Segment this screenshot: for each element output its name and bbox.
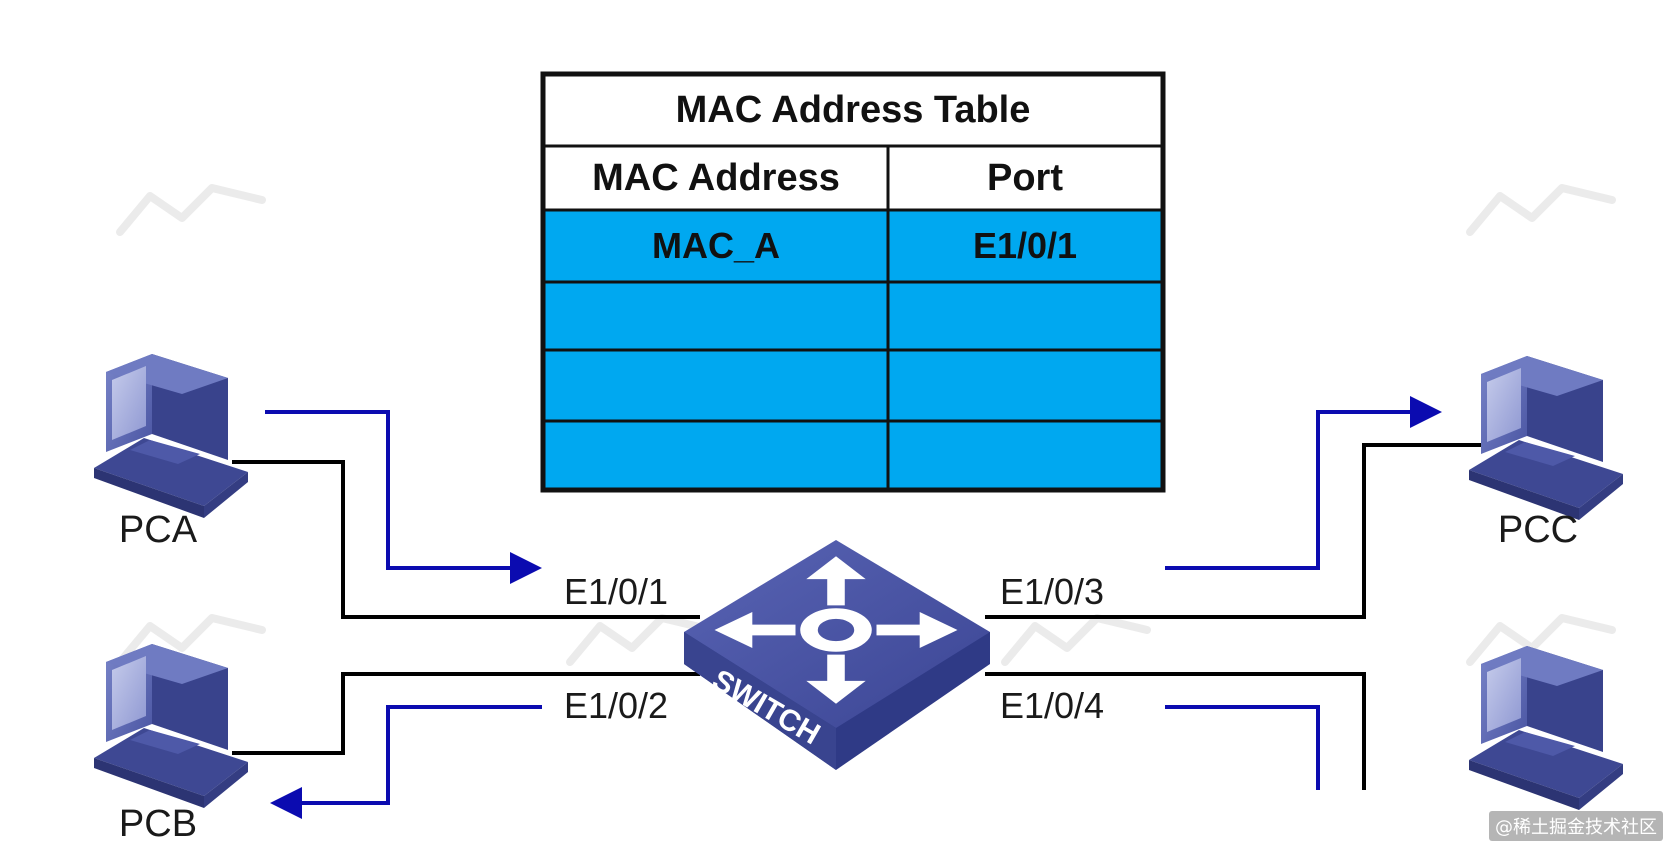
host-label-pcb: PCB — [119, 803, 197, 845]
table-border — [540, 71, 1166, 493]
computer-icon — [1469, 356, 1623, 520]
port-label-e1-0-2: E1/0/2 — [564, 685, 668, 726]
port-label-e1-0-1: E1/0/1 — [564, 571, 668, 612]
host-pcb: PCB — [94, 644, 248, 845]
computer-icon — [94, 354, 248, 518]
frame-flow-arrows — [265, 396, 1442, 819]
cable-switch-pcc — [985, 443, 1490, 619]
arrow-icon — [270, 787, 302, 819]
switch-icon: SWITCH — [684, 540, 990, 770]
host-pca: PCA — [94, 354, 248, 551]
host-label-pca: PCA — [119, 509, 198, 551]
source-credit: @稀土掘金技术社区 — [1489, 811, 1663, 841]
network-cables — [232, 443, 1490, 790]
cable-pcb-switch — [232, 672, 700, 755]
cable-switch-pcd — [985, 672, 1366, 790]
computer-icon — [1469, 646, 1623, 810]
port-label-e1-0-4: E1/0/4 — [1000, 685, 1104, 726]
cable-pca-switch — [232, 460, 700, 619]
column-header-mac-address: MAC Address — [592, 157, 840, 199]
flow-line-pca-in — [265, 410, 512, 570]
host-pcc: PCC — [1469, 356, 1623, 551]
computer-icon — [94, 644, 248, 808]
flow-line-pcc-out — [1165, 410, 1410, 570]
table-cell-port: E1/0/1 — [973, 225, 1077, 266]
column-header-port: Port — [987, 157, 1063, 199]
arrow-icon — [510, 552, 542, 584]
host-label-pcc: PCC — [1498, 509, 1578, 551]
port-label-e1-0-3: E1/0/3 — [1000, 571, 1104, 612]
flow-line-port4-out — [1165, 705, 1320, 790]
flow-line-pcb-out — [300, 705, 542, 805]
host-pcd — [1469, 646, 1623, 810]
table-title: MAC Address Table — [676, 89, 1031, 131]
arrow-icon — [1410, 396, 1442, 428]
mac-address-table: MAC Address Table MAC Address Port MAC_A… — [540, 71, 1166, 493]
table-cell-mac: MAC_A — [652, 225, 780, 266]
